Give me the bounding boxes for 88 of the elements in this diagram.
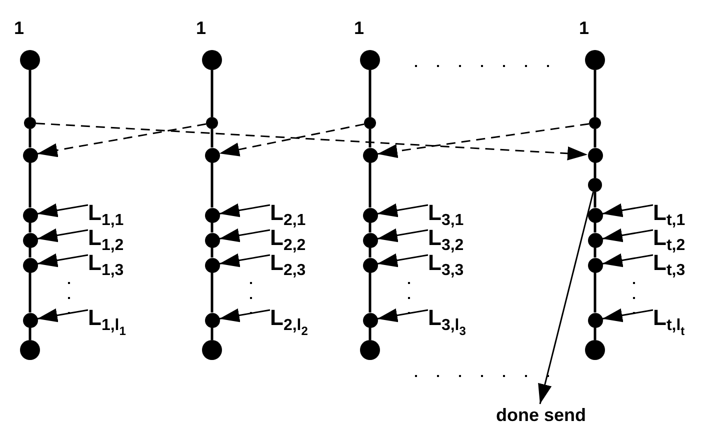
- event-dot: [362, 148, 378, 162]
- timeline-line: [368, 328, 372, 340]
- timeline-line: [210, 129, 214, 148]
- arrow: [377, 228, 428, 242]
- event-dot: [589, 117, 601, 129]
- event-dot: [206, 117, 218, 129]
- timeline-line: [368, 248, 372, 258]
- event-dot: [588, 208, 602, 222]
- event-dot: [22, 312, 38, 328]
- timeline-line: [28, 162, 32, 208]
- arrow: [219, 253, 270, 268]
- event-dot: [364, 117, 376, 129]
- timeline-line: [594, 248, 596, 258]
- dashed-arrow: [36, 122, 588, 160]
- arrow: [219, 228, 270, 242]
- dashed-arrow: [219, 123, 364, 156]
- event-dot: [204, 312, 220, 328]
- event-dot: [22, 208, 38, 222]
- event-dot: [22, 258, 38, 272]
- event-dot: [362, 232, 378, 248]
- process-number: 1: [196, 18, 206, 38]
- timeline-line: [28, 222, 32, 232]
- timeline-line: [210, 248, 214, 258]
- arrow: [602, 228, 654, 242]
- timeline-line: [210, 272, 214, 312]
- event-dot: [204, 208, 220, 222]
- timeline-line: [210, 222, 214, 232]
- event-dot: [204, 258, 220, 272]
- event-dot: [20, 50, 40, 70]
- timeline-line: [368, 162, 372, 208]
- timeline-line: [210, 162, 214, 208]
- event-dot: [585, 50, 605, 70]
- arrow: [37, 253, 88, 268]
- timeline-line: [368, 129, 372, 148]
- timeline-line: [594, 222, 596, 232]
- event-dot: [204, 148, 220, 162]
- event-dot: [202, 50, 222, 70]
- event-dot: [588, 312, 602, 328]
- dashed-arrow: [37, 123, 206, 158]
- event-dot: [362, 208, 378, 222]
- event-dot: [588, 258, 602, 272]
- arrow: [219, 203, 270, 218]
- timeline-line: [594, 162, 596, 178]
- event-dot: [585, 340, 605, 360]
- event-dot: [360, 50, 380, 70]
- timeline-line: [28, 248, 32, 258]
- process-number: 1: [579, 18, 590, 38]
- timeline-line: [28, 272, 32, 312]
- event-dot: [22, 232, 38, 248]
- timeline-line: [594, 192, 596, 208]
- timeline-line: [594, 328, 596, 340]
- arrow: [377, 253, 428, 268]
- arrow: [377, 203, 428, 218]
- event-dot: [360, 340, 380, 360]
- timeline-line: [28, 129, 32, 148]
- dashed-arrow: [377, 123, 590, 158]
- process-number: 1: [14, 18, 24, 38]
- timeline-line: [594, 70, 596, 117]
- event-dot: [588, 232, 602, 248]
- event-dot: [24, 117, 36, 129]
- arrow: [602, 308, 654, 322]
- event-dot: [362, 312, 378, 328]
- arrow: [377, 308, 428, 322]
- timeline-line: [210, 328, 214, 340]
- timeline-line: [28, 328, 32, 340]
- timeline-line: [368, 70, 372, 117]
- event-dot: [22, 148, 38, 162]
- timeline-line: [594, 129, 596, 148]
- timeline-line: [28, 70, 32, 117]
- event-dot: [204, 232, 220, 248]
- event-dot: [362, 258, 378, 272]
- event-dot: [20, 340, 40, 360]
- timeline-line: [368, 272, 372, 312]
- event-dot: [588, 148, 602, 162]
- arrow: [602, 203, 654, 218]
- timeline-line: [368, 222, 372, 232]
- timeline-line: [594, 272, 596, 312]
- arrow: [538, 192, 594, 404]
- arrow: [602, 253, 654, 268]
- timeline-line: [210, 70, 214, 117]
- process-number: 1: [354, 18, 364, 38]
- arrow: [219, 308, 270, 322]
- event-dot: [202, 340, 222, 360]
- event-dot: [588, 178, 602, 192]
- arrow: [37, 203, 88, 218]
- arrow: [37, 308, 88, 322]
- status-label: done send: [496, 404, 586, 426]
- arrow: [37, 228, 88, 242]
